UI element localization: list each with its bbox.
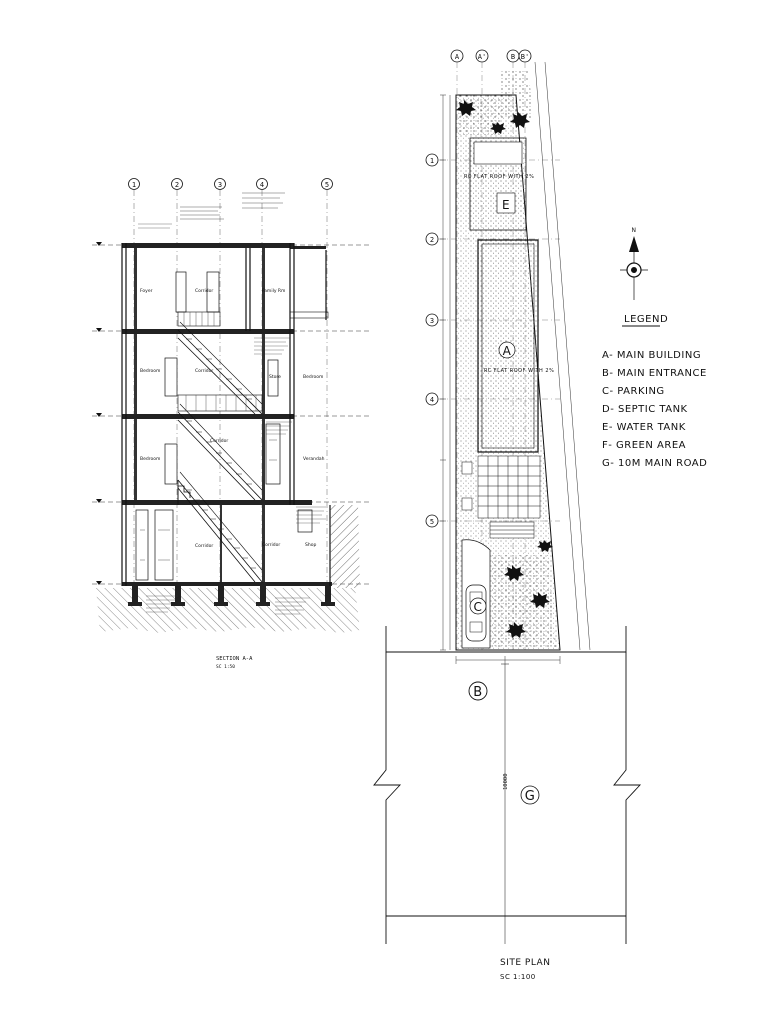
site-grid-top: A A' B B' [450,49,532,63]
room-label: Corridor [210,438,228,444]
room-label: Bedroom [140,368,160,374]
room-label: Corridor [195,288,213,294]
tree-symbols [456,100,553,638]
roof-note-lines [180,192,285,220]
main-road [373,626,642,944]
site-grid-2: 2 [430,236,434,244]
ground-hatching [96,505,360,633]
room-label: Store [269,374,281,380]
entrance-steps [489,521,535,539]
site-grid-B: B [511,53,515,61]
room-label: Corridor [195,368,213,374]
section-room-labels: Foyer Corridor Family Rm Bedroom Corrido… [140,288,325,549]
grid-label-2: 2 [175,181,179,189]
section-doors [135,271,313,581]
zone-label-E: E [502,198,510,212]
legend-item: C- PARKING [602,386,665,397]
entrance-marker: B [468,681,488,701]
legend-item: F- GREEN AREA [602,440,686,451]
room-label: Shop [305,542,316,548]
legend-item: G- 10M MAIN ROAD [602,458,707,469]
section-columns [134,248,265,582]
site-plan-title: SITE PLAN [500,958,550,968]
water-tank-zone: E RC FLAT ROOF WITH 2% [464,137,534,231]
room-label: Foyer [140,288,153,294]
balustrade-posts [183,312,257,411]
legend-item: E- WATER TANK [602,422,686,433]
site-grid-A2: A' [478,53,486,61]
roof-note-top: RC FLAT ROOF WITH 2% [464,174,534,180]
door-details [140,439,277,561]
site-grid-left: 1 2 3 4 5 [425,153,439,528]
wall-annotation-notes [138,223,326,524]
stair-treads [186,338,256,569]
legend-title: LEGEND [624,314,668,325]
parking-zone: C [461,539,491,649]
north-arrow-icon: N [620,227,648,300]
zone-label-A: A [503,344,512,358]
legend: LEGEND A- MAIN BUILDING B- MAIN ENTRANCE… [602,314,707,469]
legend-item: D- SEPTIC TANK [602,404,688,415]
road-dimension: 10000 [503,773,509,790]
section-grid-bubbles: 1 2 3 4 5 [128,178,333,190]
zone-label-G: G [525,789,536,804]
site-grid-3: 3 [430,317,434,325]
section-title: SECTION A-A [216,656,253,662]
grid-label-5: 5 [325,181,329,189]
level-markers [96,242,102,585]
roof-note-main: RC FLAT ROOF WITH 2% [484,368,554,374]
foundation-footings [128,586,335,606]
grid-label-4: 4 [260,181,264,189]
site-grid-B2: B' [521,53,529,61]
site-grid-4: 4 [430,396,434,404]
verandah-tiles [461,455,541,519]
room-label: Family Rm [262,288,285,294]
site-grid-1: 1 [430,157,434,165]
foundation-notes [146,595,310,615]
room-label: Corridor [195,543,213,549]
north-label: N [632,227,637,234]
room-label: Verandah [303,456,325,462]
section-scale: SC 1:50 [216,664,235,670]
room-label: Bedroom [140,456,160,462]
room-label: Corridor [262,542,280,548]
building-section-drawing: 1 2 3 4 5 [92,178,370,670]
legend-item: A- MAIN BUILDING [602,350,701,361]
grid-label-3: 3 [218,181,222,189]
site-grid-A: A [455,53,460,61]
road-zone-marker: G [520,785,540,805]
bottom-dimensions [455,656,561,664]
legend-item: B- MAIN ENTRANCE [602,368,707,379]
dimension-chain-left [440,94,451,651]
main-building-zone: A RC FLAT ROOF WITH 2% [477,239,554,453]
floor-slabs [122,243,332,586]
room-label: Bedroom [303,374,323,380]
site-plan-drawing: A A' B B' 1 2 3 4 5 [373,49,642,981]
staircase [177,311,329,583]
grid-label-1: 1 [132,181,136,189]
site-plan-scale: SC 1:100 [500,973,536,981]
dimension-chain-right [534,61,591,651]
site-grid-5: 5 [430,518,434,526]
zone-label-C: C [474,600,483,614]
zone-label-B: B [473,685,482,700]
green-area-bottom [492,555,556,648]
